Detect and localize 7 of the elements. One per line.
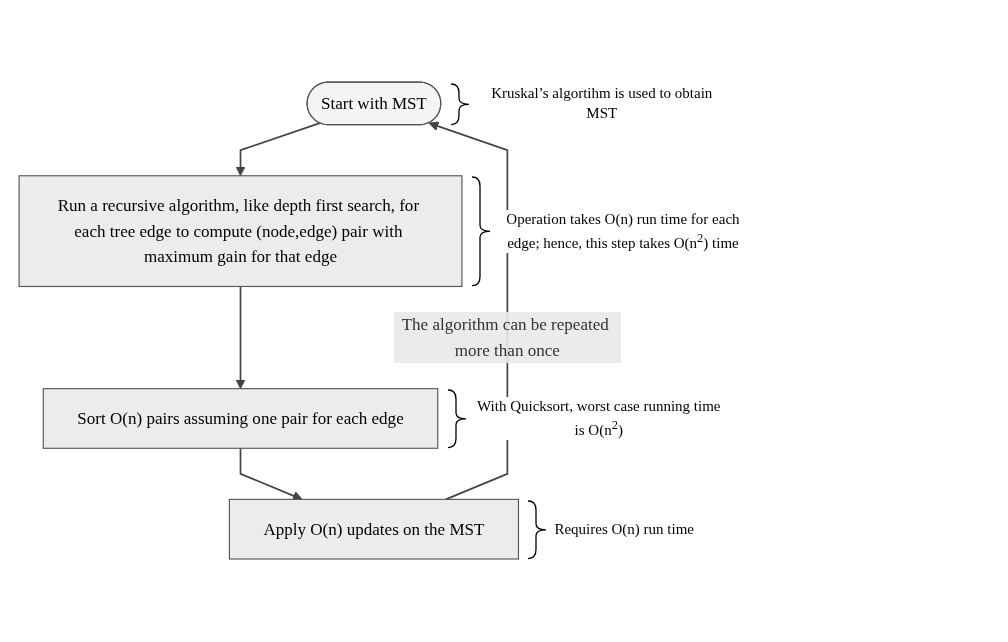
arrow xyxy=(235,286,246,390)
node-box: Run a recursive algorithm, like depth first search, for each tree edge to compute (node,edge) pair with maximum gain for that edge xyxy=(18,175,463,288)
node-box: Sort O(n) pairs assuming one pair for each edge xyxy=(42,388,439,450)
arrow xyxy=(235,122,321,177)
edge-label: The algorithm can be repeated more than once xyxy=(401,315,609,360)
node-box: Apply O(n) updates on the MST xyxy=(228,499,520,561)
arrow xyxy=(239,447,303,501)
